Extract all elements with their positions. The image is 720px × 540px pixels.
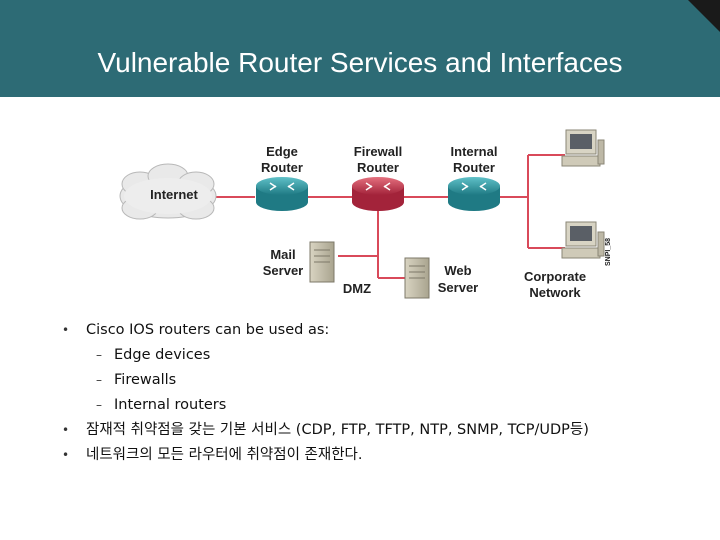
bullet-list: • Cisco IOS routers can be used as: – Ed… — [62, 318, 702, 468]
bullet-item: • Cisco IOS routers can be used as: — [62, 318, 702, 343]
edge-router-label-line1: Edge — [266, 144, 298, 159]
bullet-text: 잠재적 취약점을 갖는 기본 서비스 (CDP, FTP, TFTP, NTP,… — [86, 422, 589, 438]
slide-title: Vulnerable Router Services and Interface… — [97, 47, 623, 78]
sub-bullet-item: – Internal routers — [62, 393, 702, 418]
figure-id: SNPI_58 — [605, 238, 612, 266]
server-icon — [309, 241, 335, 283]
connection-lines — [215, 154, 565, 279]
internet-label: Internet — [150, 187, 198, 202]
sub-bullet-text: Internal routers — [114, 397, 227, 413]
corporate-network-label-line1: Corporate — [524, 269, 586, 284]
title-bar: Vulnerable Router Services and Interface… — [0, 0, 720, 97]
network-diagram: Internet Edge Router Firewall Router Int… — [119, 129, 612, 300]
sub-bullet-text: Firewalls — [114, 372, 177, 388]
mail-server-label-line1: Mail — [270, 247, 295, 262]
web-server-label-line1: Web — [444, 263, 471, 278]
sub-bullet-marker: – — [96, 398, 102, 412]
web-server-label-line2: Server — [438, 280, 478, 295]
bullet-marker: • — [62, 423, 70, 437]
corner-decoration — [688, 0, 720, 32]
internal-router-label-line1: Internal — [451, 144, 498, 159]
bullet-item: • 네트워크의 모든 라우터에 취약점이 존재한다. — [62, 443, 702, 468]
bullet-text: 네트워크의 모든 라우터에 취약점이 존재한다. — [86, 447, 363, 463]
mail-server-label-line2: Server — [263, 263, 303, 278]
corporate-network-label-line2: Network — [529, 285, 581, 300]
firewall-router-label-line2: Router — [357, 160, 399, 175]
dmz-label: DMZ — [343, 281, 371, 296]
edge-router-label-line2: Router — [261, 160, 303, 175]
router-icon — [256, 177, 308, 211]
router-icon — [448, 177, 500, 211]
bullet-marker: • — [62, 323, 70, 337]
internal-router-label-line2: Router — [453, 160, 495, 175]
workstation-icon — [561, 129, 605, 167]
firewall-router-label-line1: Firewall — [354, 144, 402, 159]
sub-bullet-marker: – — [96, 373, 102, 387]
sub-bullet-item: – Edge devices — [62, 343, 702, 368]
server-icon — [404, 257, 430, 299]
sub-bullet-text: Edge devices — [114, 347, 211, 363]
sub-bullet-marker: – — [96, 348, 102, 362]
router-icon — [352, 177, 404, 211]
bullet-item: • 잠재적 취약점을 갖는 기본 서비스 (CDP, FTP, TFTP, NT… — [62, 418, 702, 443]
sub-bullet-item: – Firewalls — [62, 368, 702, 393]
workstation-icon — [561, 221, 605, 259]
bullet-text: Cisco IOS routers can be used as: — [86, 322, 330, 338]
bullet-marker: • — [62, 448, 70, 462]
cloud-icon — [119, 163, 217, 220]
